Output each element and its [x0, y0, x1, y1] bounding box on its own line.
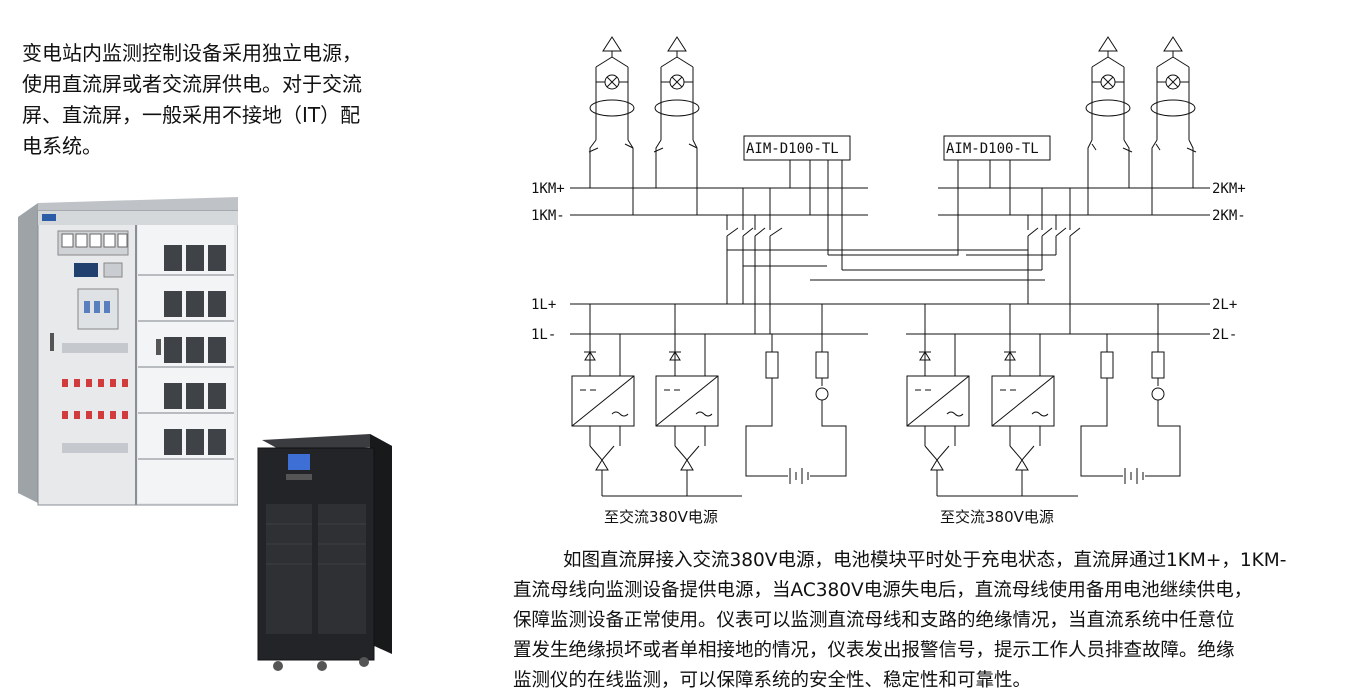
- description-line: 置发生绝缘损坏或者单相接地的情况，仪表发出报警信号，提示工作人员排查故障。绝缘: [513, 640, 1235, 661]
- monitor-device-right: [943, 135, 1051, 215]
- load-branches-right: [1085, 36, 1197, 215]
- bus-label-2l-minus: 2L-: [1212, 327, 1237, 343]
- bus-label-2km-minus: 2KM-: [1212, 208, 1246, 224]
- bus-label-2l-plus: 2L+: [1212, 297, 1237, 313]
- intro-paragraph: 变电站内监测控制设备采用独立电源， 使用直流屏或者交流屏供电。对于交流 屏、直流…: [22, 38, 432, 162]
- intro-line: 屏、直流屏，一般采用不接地（IT）配: [22, 103, 361, 127]
- description-line: 监测仪的在线监测，可以保障系统的安全性、稳定性和可靠性。: [513, 670, 1032, 691]
- tie-switches-right: [1027, 188, 1081, 334]
- bus-label-2km-plus: 2KM+: [1212, 181, 1246, 197]
- description-line: 如图直流屏接入交流380V电源，电池模块平时处于充电状态，直流屏通过1KM+，1…: [563, 550, 1287, 571]
- description-line: 直流母线向监测设备提供电源，当AC380V电源失电后，直流母线使用备用电池继续供…: [513, 580, 1253, 601]
- monitor-device-left: [743, 135, 851, 270]
- intro-line: 使用直流屏或者交流屏供电。对于交流: [22, 72, 362, 96]
- wiring-diagram: AIM-D100-TL AIM-D100-TL 1KM+ 1KM- 2KM+ 2…: [531, 36, 1246, 526]
- ups-image: [257, 434, 392, 671]
- ac-source-label-right: 至交流380V电源: [940, 508, 1054, 526]
- device-label-left: AIM-D100-TL: [746, 141, 839, 157]
- intro-line: 变电站内监测控制设备采用独立电源，: [22, 41, 362, 65]
- bus-label-1l-plus: 1L+: [531, 297, 556, 313]
- description-line: 保障监测设备正常使用。仪表可以监测直流母线和支路的绝缘情况，当直流系统中任意位: [513, 610, 1235, 631]
- km-buses: [570, 187, 1210, 216]
- ac-source-label-left: 至交流380V电源: [604, 508, 718, 526]
- dc-cabinet-image: [18, 197, 238, 506]
- rectifier-group-left: [571, 304, 847, 497]
- load-branches-left: [588, 36, 700, 215]
- bus-label-1km-minus: 1KM-: [531, 208, 565, 224]
- device-label-right: AIM-D100-TL: [946, 141, 1039, 157]
- description-paragraph: 如图直流屏接入交流380V电源，电池模块平时处于充电状态，直流屏通过1KM+，1…: [513, 546, 1333, 696]
- tie-switches-left: [726, 188, 783, 334]
- rectifier-group-right: [906, 304, 1181, 497]
- l-buses: [570, 303, 1210, 335]
- bus-label-1km-plus: 1KM+: [531, 181, 565, 197]
- bus-label-1l-minus: 1L-: [531, 327, 556, 343]
- intro-line: 电系统。: [22, 134, 102, 158]
